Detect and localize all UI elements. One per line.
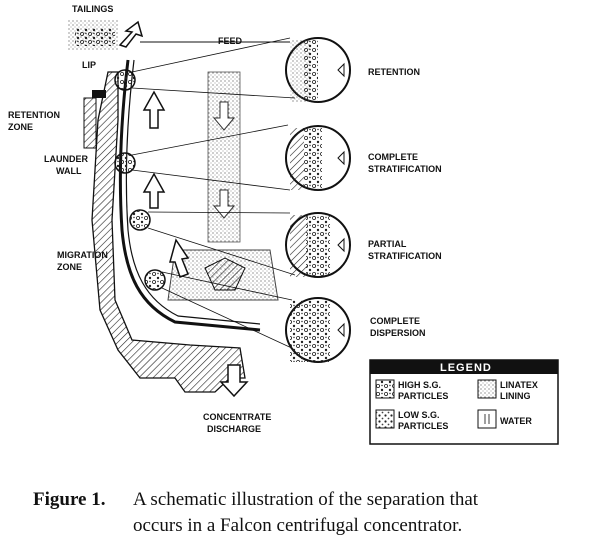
zone-complete-strat-2: STRATIFICATION (368, 164, 442, 174)
legend-low-sg-2: PARTICLES (398, 421, 448, 431)
label-migration-zone-2: ZONE (57, 262, 82, 272)
zone-partial-strat-2: STRATIFICATION (368, 251, 442, 261)
magnified-retention (285, 37, 351, 103)
discharge-arrow-icon (219, 364, 249, 398)
label-lip: LIP (82, 60, 96, 70)
caption-line-1: A schematic illustration of the separati… (133, 489, 479, 510)
label-discharge: DISCHARGE (207, 424, 261, 434)
label-launder-wall-2: WALL (56, 166, 82, 176)
magnified-complete-dispersion (285, 297, 351, 363)
legend-linatex-1: LINATEX (500, 380, 538, 390)
magnified-partial-stratification (285, 212, 351, 278)
legend-high-sg-1: HIGH S.G. (398, 380, 441, 390)
wall-zoom-markers (114, 69, 166, 291)
zone-partial-strat-1: PARTIAL (368, 239, 407, 249)
legend-title: LEGEND (440, 362, 492, 374)
legend-swatch-linatex (477, 379, 497, 399)
tailings-arrow-icon (118, 20, 144, 48)
zone-retention: RETENTION (368, 67, 420, 77)
up-arrow-icon (142, 172, 166, 209)
caption-line-2: occurs in a Falcon centrifugal concentra… (133, 515, 463, 536)
caption-label: Figure 1. (33, 489, 106, 510)
legend-low-sg-1: LOW S.G. (398, 410, 440, 420)
legend-water: WATER (500, 416, 532, 426)
launder-wall (83, 97, 97, 149)
tailings-spray (68, 20, 118, 50)
label-retention-zone-1: RETENTION (8, 110, 60, 120)
magnified-complete-stratification (285, 125, 351, 191)
legend-high-sg-2: PARTICLES (398, 391, 448, 401)
label-concentrate: CONCENTRATE (203, 412, 271, 422)
label-tailings: TAILINGS (72, 4, 113, 14)
zone-complete-strat-1: COMPLETE (368, 152, 418, 162)
legend-swatch-water (477, 409, 497, 429)
legend: LEGEND HIGH S.G. PARTICLES LOW S.G. PART… (369, 359, 559, 445)
up-arrow-icon (142, 90, 166, 129)
label-migration-zone-1: MIGRATION (57, 250, 108, 260)
label-launder-wall-1: LAUNDER (44, 154, 88, 164)
figure-caption: Figure 1. A schematic illustration of the… (33, 487, 603, 536)
legend-swatch-high-sg (375, 379, 395, 399)
zone-complete-disp-1: COMPLETE (370, 316, 420, 326)
label-retention-zone-2: ZONE (8, 122, 33, 132)
retention-zone-block (92, 90, 106, 98)
label-feed: FEED (218, 36, 243, 46)
legend-linatex-2: LINING (500, 391, 531, 401)
legend-swatch-low-sg (375, 409, 395, 429)
up-arrow-icon (169, 238, 190, 278)
zone-complete-disp-2: DISPERSION (370, 328, 426, 338)
linatex-lining (118, 59, 261, 332)
